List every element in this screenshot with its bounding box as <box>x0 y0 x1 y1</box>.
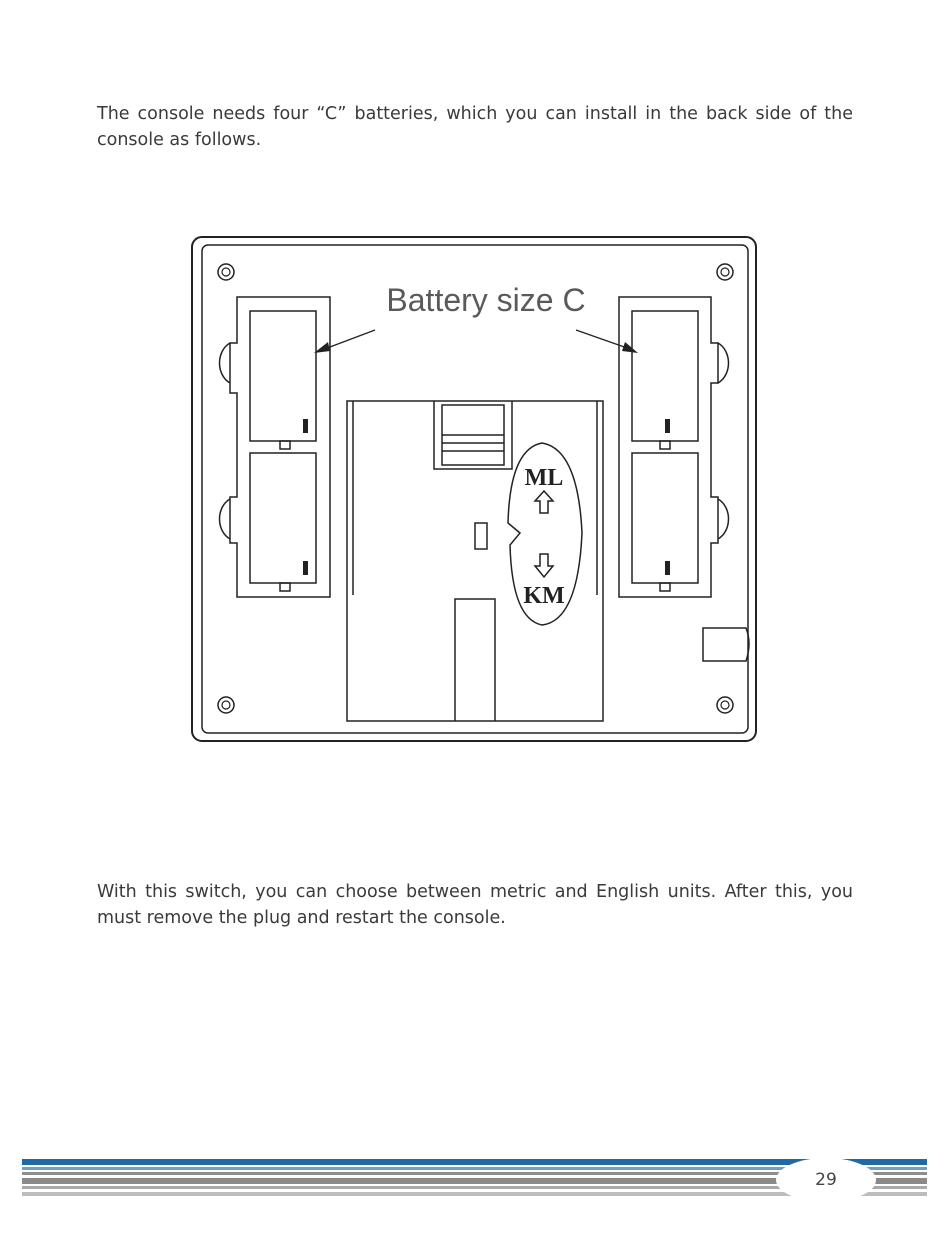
intro-paragraph: The console needs four “C” batteries, wh… <box>97 101 853 153</box>
callout-arrow-left <box>314 330 375 353</box>
screw-icon <box>218 264 234 280</box>
callout-arrow-right <box>576 330 638 353</box>
screw-icon <box>717 697 733 713</box>
right-battery-compartment <box>619 297 729 597</box>
switch-label-km: KM <box>523 583 564 609</box>
left-battery-compartment <box>219 297 330 597</box>
console-stand <box>347 401 603 721</box>
plug-socket <box>703 628 749 661</box>
switch-paragraph: With this switch, you can choose between… <box>97 879 853 931</box>
switch-label-ml: ML <box>525 465 564 491</box>
unit-switch: ML KM <box>508 443 582 625</box>
console-back-diagram: Battery size C ML KM <box>190 233 760 745</box>
screw-icon <box>218 697 234 713</box>
arrow-down-icon <box>535 554 553 577</box>
arrow-up-icon <box>535 491 553 513</box>
screw-icon <box>717 264 733 280</box>
battery-size-callout: Battery size C <box>386 282 585 318</box>
page-number: 29 <box>777 1159 875 1201</box>
